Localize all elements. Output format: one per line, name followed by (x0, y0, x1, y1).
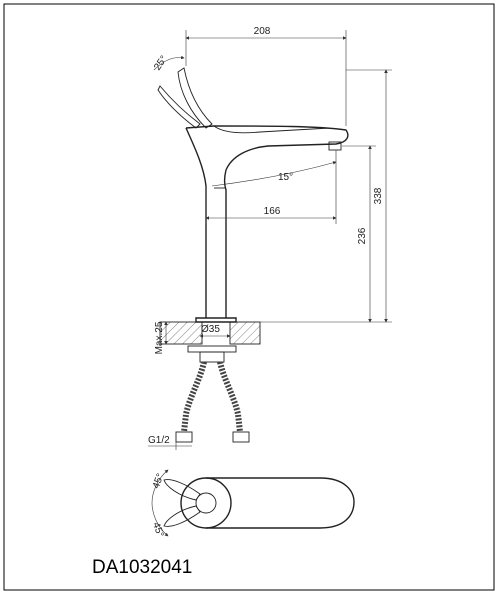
dim-max-deck: Max.25 (154, 321, 165, 354)
dim-spout-angle: 15° (278, 172, 293, 183)
faucet-side-view (157, 67, 349, 323)
faucet-top-view (151, 469, 355, 537)
dim-total-height: 338 (373, 187, 384, 204)
dim-spout-reach: 208 (254, 26, 271, 37)
dim-rotation-bottom: 45° (150, 521, 166, 539)
dim-outlet-height: 236 (357, 227, 368, 244)
dim-rotation-top: 45° (151, 472, 167, 490)
drawing-border (3, 3, 495, 591)
dim-hole-diameter: Ø35 (201, 324, 220, 335)
dim-lever-angle: 25° (152, 54, 170, 73)
dim-thread: G1/2 (148, 435, 170, 446)
countertop-section (159, 321, 261, 345)
dimension-lines (148, 30, 392, 450)
dim-outlet-reach: 166 (264, 206, 281, 217)
model-code: DA1032041 (92, 557, 192, 578)
mounting-and-hoses (175, 345, 250, 443)
